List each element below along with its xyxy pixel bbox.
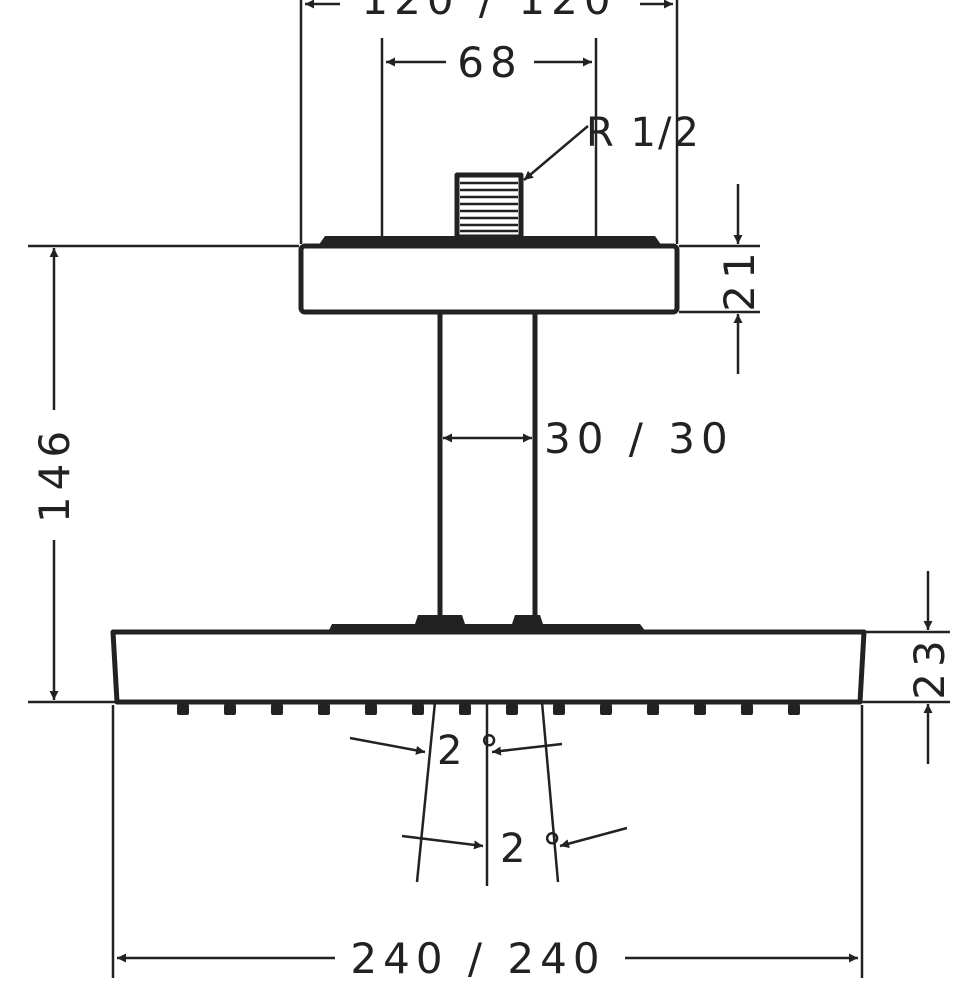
dimension-head-width: 240 / 240 <box>111 705 864 981</box>
angle-label-lower: 2 ° <box>500 826 564 872</box>
dimension-label-head-height: 23 <box>905 634 954 699</box>
spray-nozzles <box>177 704 800 715</box>
angle-dimensions: 2 ° 2 ° <box>349 701 628 886</box>
dimension-label-head-width: 240 / 240 <box>350 934 605 981</box>
dimension-base-height: 21 <box>679 184 764 374</box>
dimension-label-arm-width: 30 / 30 <box>544 414 734 463</box>
dimension-connector-spacing: 68 <box>380 38 598 236</box>
dimension-label-connector-spacing: 68 <box>457 38 522 87</box>
thread-connector <box>454 172 524 240</box>
dimension-total-height: 146 <box>28 244 299 704</box>
thread-callout: R 1/2 <box>523 110 701 181</box>
shower-head <box>110 609 867 715</box>
dimension-head-height: 23 <box>862 571 954 764</box>
dimension-arm-width: 30 / 30 <box>443 414 734 463</box>
ceiling-base <box>298 236 680 315</box>
dimension-label-base-height: 21 <box>715 246 764 311</box>
thread-label: R 1/2 <box>586 110 701 156</box>
dimension-label-total-height: 146 <box>30 425 79 523</box>
angle-label-upper: 2 ° <box>437 728 501 774</box>
dimension-label-top-width: 120 / 120 <box>361 0 616 24</box>
shower-arm <box>437 311 538 621</box>
dimension-top-width: 120 / 120 <box>299 0 679 244</box>
